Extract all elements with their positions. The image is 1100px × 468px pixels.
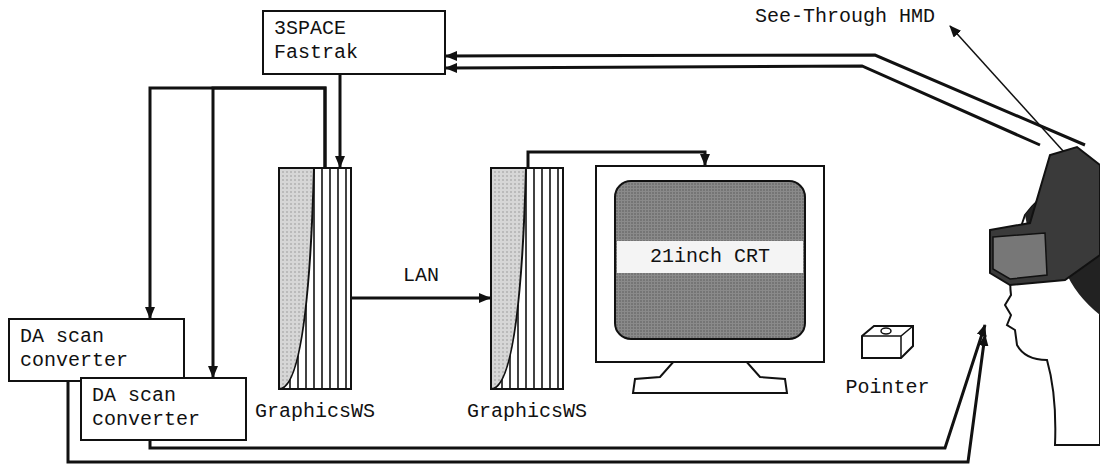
connector — [446, 66, 1040, 145]
workstation: GraphicsWS — [490, 167, 564, 390]
node-label: Pointer — [845, 376, 929, 400]
connector — [339, 75, 342, 167]
connector — [150, 325, 985, 448]
tracker-box: 3SPACE Fastrak — [262, 10, 446, 75]
connector — [528, 152, 705, 167]
crt-monitor-drawing — [595, 165, 825, 395]
node-label: GraphicsWS — [255, 400, 375, 424]
edge-label: LAN — [400, 264, 442, 288]
node-label: 3SPACE Fastrak — [274, 17, 364, 65]
hmd-user-drawing — [985, 145, 1100, 445]
leader-line — [950, 26, 1064, 152]
pointer-device: Pointer — [860, 322, 915, 360]
converter-box: DA scan converter — [8, 318, 185, 382]
node-label: DA scan converter — [20, 325, 134, 373]
converter-box: DA scan converter — [80, 377, 247, 441]
workstation-drawing — [490, 167, 564, 390]
hmd-user: See-Through HMD — [985, 145, 1100, 445]
connector — [446, 55, 1085, 145]
crt-monitor: 21inch CRT — [595, 165, 825, 395]
node-label: 21inch CRT — [617, 241, 803, 273]
pointer-device-drawing — [860, 322, 915, 360]
node-label: See-Through HMD — [755, 5, 935, 29]
connector — [352, 297, 490, 300]
workstation-drawing — [278, 167, 352, 390]
node-label: GraphicsWS — [467, 400, 587, 424]
workstation: GraphicsWS — [278, 167, 352, 390]
node-label: DA scan converter — [92, 384, 206, 432]
